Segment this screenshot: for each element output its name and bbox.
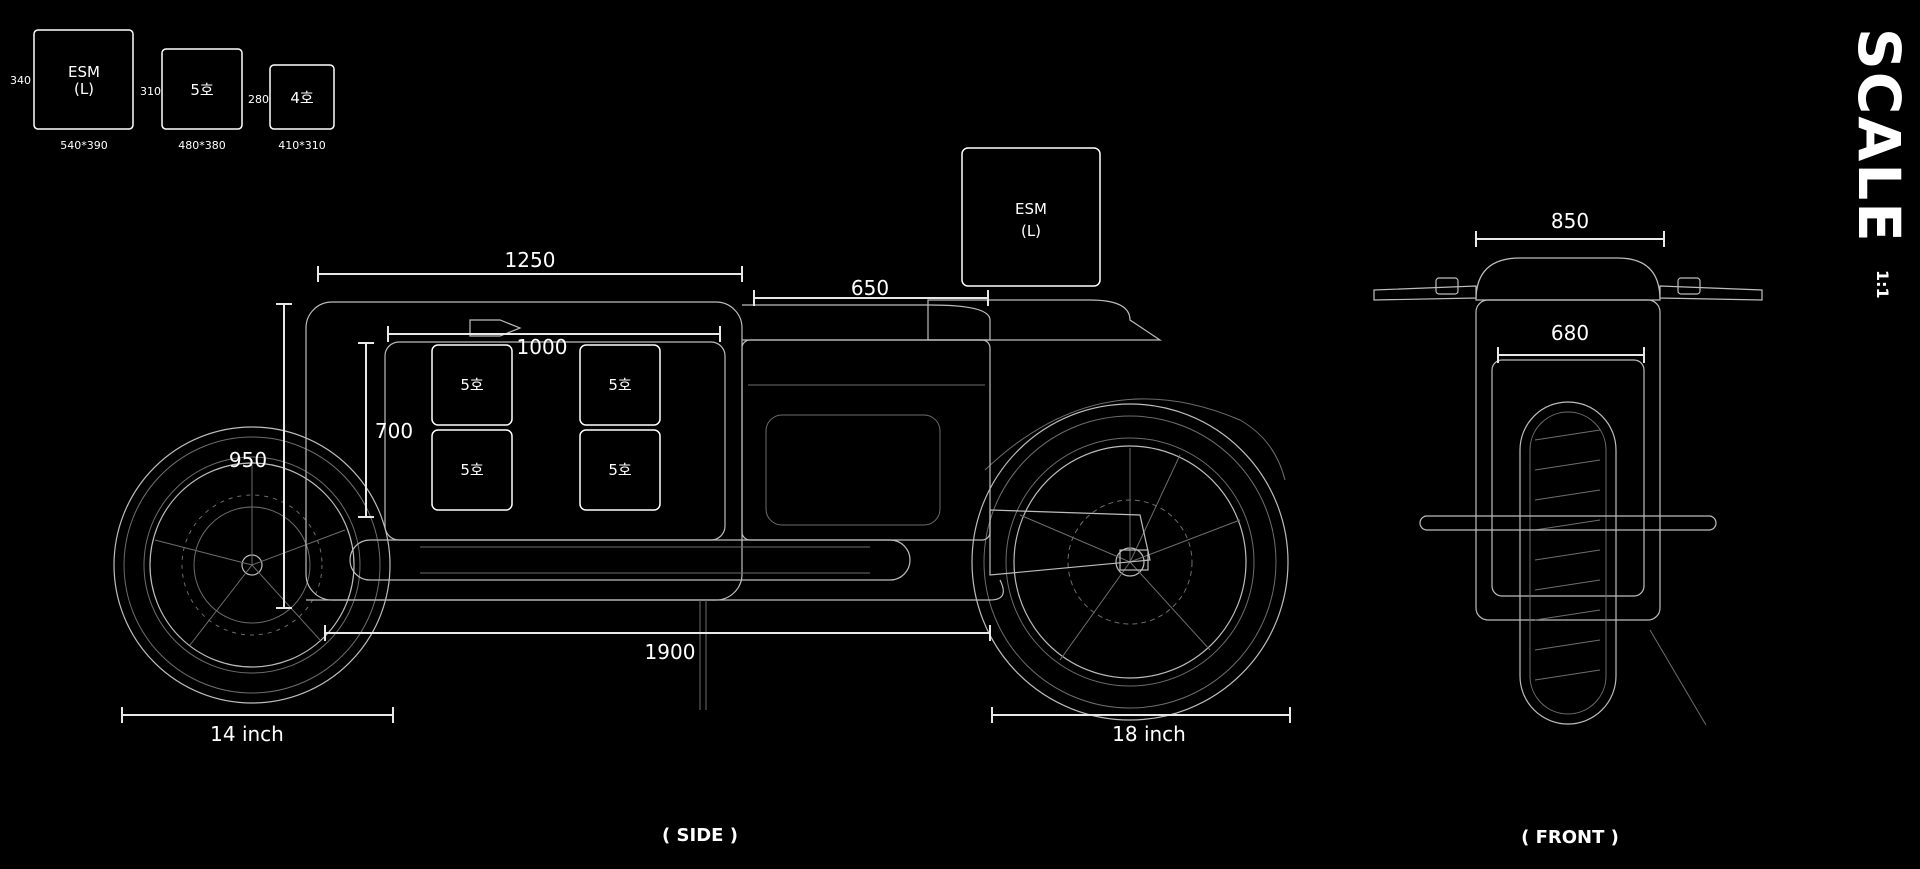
cargo-box-1 (431, 344, 513, 426)
dim-wheelbase: 1900 (645, 640, 696, 664)
side-view-drawing (113, 299, 1289, 721)
dim-rear-wheel: 18 inch (1112, 722, 1186, 746)
front-wheel (113, 426, 391, 704)
legend-height-no4: 280 (248, 93, 269, 106)
top-box-esm (961, 147, 1101, 287)
scale-title: SCALE (1845, 28, 1913, 244)
side-cargo-boxes: ESM (L) 5호 5호 5호 5호 (431, 147, 1101, 511)
legend-item-no4: 4호 280 410*310 (248, 64, 335, 152)
legend-dims-no5: 480*380 (178, 139, 226, 152)
legend-item-no5: 5호 310 480*380 (140, 48, 243, 152)
legend-height-no5: 310 (140, 85, 161, 98)
dim-cargo-height: 700 (375, 419, 413, 443)
top-box-label: ESM (1015, 200, 1047, 218)
scale-ratio: 1:1 (1873, 270, 1892, 299)
legend-dims-esm: 540*390 (60, 139, 108, 152)
cargo-box-2 (579, 344, 661, 426)
cargo-box-4-label: 5호 (608, 461, 632, 479)
side-view-label: ( SIDE ) (662, 825, 738, 846)
legend-box-no5 (161, 48, 243, 130)
legend-dims-no4: 410*310 (278, 139, 326, 152)
top-box-size: (L) (1021, 222, 1041, 240)
legend-label-no5: 5호 (190, 81, 214, 99)
cargo-box-3 (431, 429, 513, 511)
cargo-box-3-label: 5호 (460, 461, 484, 479)
legend-label-esm-size: (L) (74, 80, 94, 98)
dim-front-wheel: 14 inch (210, 722, 284, 746)
legend-height-esm: 340 (10, 74, 31, 87)
legend-box-no4 (269, 64, 335, 130)
cargo-box-1-label: 5호 (460, 376, 484, 394)
front-view-drawing (1373, 257, 1763, 726)
front-view-label: ( FRONT ) (1521, 827, 1619, 848)
cargo-box-4 (579, 429, 661, 511)
chassis (305, 299, 1162, 710)
legend: ESM (L) 340 540*390 5호 310 480*380 4호 28… (10, 29, 335, 152)
legend-item-esm: ESM (L) 340 540*390 (10, 29, 134, 152)
legend-label-no4: 4호 (290, 89, 314, 107)
dim-front-inner-width: 680 (1551, 321, 1589, 345)
dim-seat-length: 650 (851, 276, 889, 300)
dim-cargo-length: 1000 (517, 335, 568, 359)
legend-label-esm: ESM (68, 63, 100, 81)
rear-wheel (971, 398, 1289, 721)
side-dimensions: 1250 650 1000 700 950 1900 14 inch 18 in… (121, 248, 1291, 746)
dim-front-outer-width: 850 (1551, 209, 1589, 233)
cargo-box-2-label: 5호 (608, 376, 632, 394)
legend-box-esm (33, 29, 134, 130)
dim-overall-height: 950 (229, 448, 267, 472)
dim-overall-length: 1250 (505, 248, 556, 272)
front-dimensions: 850 680 (1475, 209, 1665, 363)
